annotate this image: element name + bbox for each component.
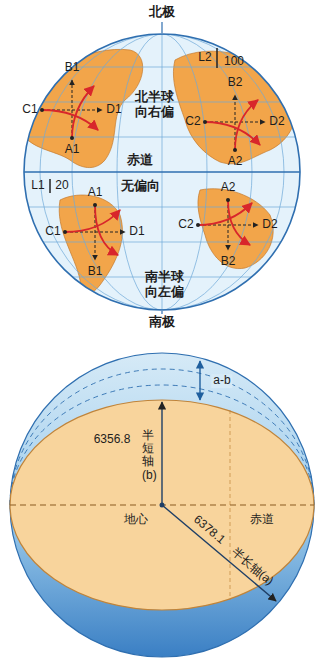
dimension-label: a-b	[211, 374, 232, 388]
ellipsoid	[10, 400, 314, 610]
dimension-value: 6356.8	[94, 433, 131, 447]
axis-label: 半短轴(b)	[142, 429, 154, 482]
pole-tick	[161, 22, 162, 33]
pole-label: 南极	[149, 315, 175, 330]
deflection-label: 无偏向	[121, 179, 160, 194]
equator-label: 赤道	[127, 153, 153, 168]
globe-outline	[24, 34, 300, 310]
point-label: B2	[221, 255, 236, 269]
scale-label: L1	[31, 179, 44, 193]
scale-value: 100	[224, 55, 244, 69]
center-label: 地心	[124, 513, 148, 527]
a-b-arrow	[199, 361, 200, 400]
point-label: D2	[269, 115, 284, 129]
point-label: A2	[221, 181, 236, 195]
pole-label: 北极	[149, 5, 175, 20]
hemisphere-label: 北半球 向右偏	[134, 90, 177, 120]
scale-value: 20	[55, 179, 68, 193]
point-label: D2	[262, 218, 277, 232]
equator-label: 赤道	[250, 513, 274, 527]
point-label: C1	[22, 103, 37, 117]
center-dot	[160, 503, 165, 508]
point-label: B1	[88, 265, 103, 279]
scale-label: L2	[198, 51, 211, 65]
deflection-north-right	[203, 95, 265, 152]
equator-line	[20, 171, 305, 172]
point-label: C2	[185, 115, 200, 129]
hemisphere-label: 南半球 向左偏	[144, 270, 187, 300]
dimension-value: 6378.1	[191, 513, 228, 547]
point-label: C2	[178, 218, 193, 232]
point-label: D1	[106, 103, 121, 117]
deflection-south-left	[63, 203, 125, 260]
sphere	[10, 353, 314, 657]
point-label: D1	[129, 225, 144, 239]
point-label: A2	[228, 155, 243, 169]
point-label: C1	[45, 225, 60, 239]
point-label: A1	[65, 143, 80, 157]
semi-major-axis	[162, 505, 276, 601]
deflection-south-right	[196, 198, 258, 250]
graticule	[20, 30, 305, 315]
point-label: B2	[228, 76, 243, 90]
scale-bar	[216, 48, 218, 68]
semi-minor-axis	[161, 402, 162, 505]
point-label: B1	[65, 61, 80, 75]
deflection-north-left	[40, 80, 102, 140]
ellipsoid-figure	[10, 353, 314, 657]
point-label: A1	[88, 186, 103, 200]
globe	[20, 22, 305, 315]
continents	[20, 49, 296, 293]
scale-bar	[49, 179, 51, 193]
axis-label: 半长轴(a)	[228, 545, 276, 588]
